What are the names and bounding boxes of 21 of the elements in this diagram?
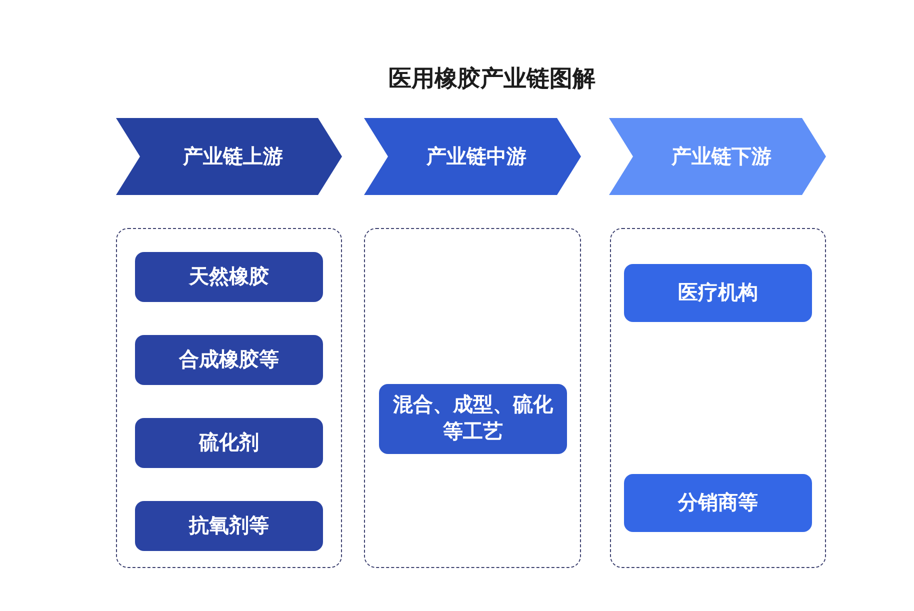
item-label: 医疗机构 [678,280,758,306]
item-label: 抗氧剂等 [189,514,269,538]
item-card [135,418,323,468]
dashed-group-frame [364,228,581,568]
stage-heading: 产业链下游 [672,144,772,170]
stage-heading: 产业链中游 [426,144,526,170]
item-card [379,384,567,454]
item-label: 硫化剂 [199,430,259,456]
item-card [135,501,323,551]
item-label: 分销商等 [678,490,758,516]
item-label: 合成橡胶等 [179,348,279,372]
dashed-group-frame [116,228,342,568]
item-card [624,474,812,532]
diagram-title: 医用橡胶产业链图解 [388,64,596,93]
item-card [135,335,323,385]
dashed-group-frame [610,228,826,568]
item-label: 天然橡胶 [189,264,269,290]
stage-heading: 产业链上游 [183,144,283,170]
item-label: 混合、成型、硫化等工艺 [392,392,554,445]
item-card [624,264,812,322]
item-card [135,252,323,302]
